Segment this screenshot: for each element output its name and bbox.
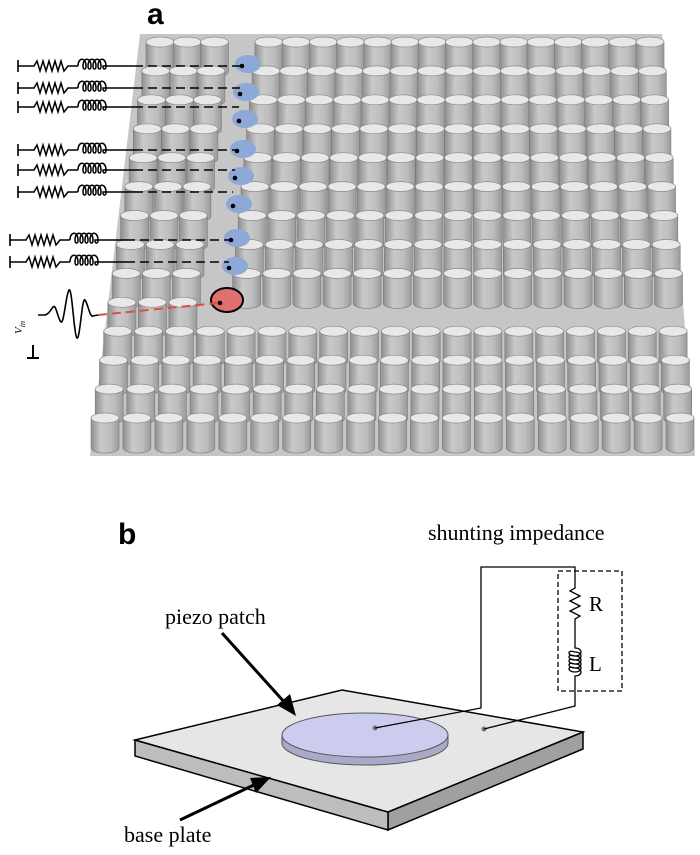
- pillar: [442, 412, 471, 454]
- panel-b-letter: b: [118, 518, 136, 551]
- pillar: [654, 268, 683, 309]
- resistor-symbol: [26, 162, 78, 178]
- resistor-symbol: [26, 184, 78, 200]
- inductor-symbol: [77, 58, 134, 70]
- resistor-symbol: [26, 58, 78, 74]
- ground-symbol: [9, 234, 18, 246]
- pillar: [186, 412, 216, 454]
- pillar: [505, 412, 535, 454]
- shunted-patch: [222, 257, 248, 275]
- pillar: [473, 412, 503, 454]
- shunted-patch: [230, 140, 256, 158]
- plate-wire: [483, 684, 576, 730]
- pillar: [413, 268, 442, 309]
- pillar: [262, 268, 292, 309]
- inductor-symbol: [77, 184, 134, 196]
- resistor-symbol: [18, 254, 70, 270]
- pillar: [218, 412, 248, 454]
- shunted-patch: [228, 167, 254, 185]
- shunt-circuits: [9, 58, 242, 270]
- shunt-circuit: [17, 184, 233, 200]
- pillar: [346, 412, 375, 454]
- resistor-symbol: [26, 142, 78, 158]
- piezo-patch-label: piezo patch: [165, 604, 266, 629]
- shunt-circuit: [17, 142, 237, 158]
- shunt-circuit: [17, 58, 242, 74]
- ground-symbol: [17, 164, 26, 176]
- inductor-symbol: [69, 232, 126, 244]
- shunting-impedance-box: [557, 570, 623, 692]
- shunt-circuit: [17, 80, 240, 96]
- pillar: [322, 268, 352, 309]
- resistor-symbol: [568, 581, 582, 642]
- shunted-patch: [233, 83, 259, 101]
- inductor-label: L: [589, 652, 602, 676]
- pillar-array: [90, 36, 695, 454]
- inductor-symbol: [77, 99, 134, 111]
- resistor-symbol: [26, 80, 78, 96]
- source-label: Vin: [13, 321, 27, 334]
- ground-symbol: [9, 256, 18, 268]
- ground-symbol: [17, 186, 26, 198]
- resistor-symbol: [26, 99, 78, 115]
- pillar: [382, 268, 412, 309]
- shunted-patch: [226, 195, 252, 213]
- inductor-symbol: [77, 162, 134, 174]
- pillar: [569, 412, 599, 454]
- pillar: [473, 268, 503, 309]
- pillar: [352, 268, 382, 309]
- base-plate-arrow: [179, 777, 271, 822]
- drive-patch: [210, 287, 244, 313]
- pillar: [292, 268, 322, 309]
- shunted-patch: [232, 110, 258, 128]
- panel-a: a Vin: [9, 0, 695, 456]
- pillar: [443, 268, 472, 309]
- ground-symbol: [17, 101, 26, 113]
- ground-symbol: [27, 345, 39, 359]
- ground-symbol: [17, 144, 26, 156]
- pillar: [282, 412, 312, 454]
- shunt-circuit: [9, 232, 231, 248]
- pillar: [623, 268, 653, 309]
- shunted-patch: [224, 229, 250, 247]
- pillar: [410, 412, 439, 454]
- piezo-patch-arrow: [220, 631, 296, 716]
- pillar: [154, 412, 184, 454]
- pillar: [665, 412, 695, 454]
- pillar: [533, 268, 563, 309]
- pillar: [633, 412, 663, 454]
- resistor-symbol: [18, 232, 70, 248]
- inductor-symbol: [568, 642, 582, 684]
- shunt-circuit: [9, 254, 229, 270]
- shunt-circuit: [17, 99, 239, 115]
- inductor-symbol: [77, 142, 134, 154]
- shunt-circuit: [17, 162, 235, 178]
- pillar: [90, 412, 120, 454]
- resistor-label: R: [589, 592, 603, 616]
- shunted-patch: [235, 55, 261, 73]
- base-plate-label: base plate: [124, 822, 211, 847]
- pillar: [537, 412, 567, 454]
- tone-burst-signal: [38, 289, 99, 339]
- pillar: [601, 412, 631, 454]
- piezo-patch: [281, 712, 449, 766]
- pillar: [563, 268, 593, 309]
- pillar: [503, 268, 533, 309]
- pillar: [593, 268, 623, 309]
- panel-a-letter: a: [147, 0, 164, 31]
- panel-b: b shunting impedance R L piezo patch: [118, 518, 623, 847]
- ground-symbol: [17, 60, 26, 72]
- pillar: [122, 412, 152, 454]
- pillar: [378, 412, 407, 454]
- shunting-impedance-label: shunting impedance: [428, 520, 605, 545]
- voltage-source: Vin: [13, 289, 219, 359]
- drive-wire: [97, 302, 219, 316]
- inductor-symbol: [77, 80, 134, 92]
- patch-wire: [374, 566, 576, 729]
- pillar: [314, 412, 343, 454]
- inductor-symbol: [69, 254, 126, 266]
- ground-symbol: [17, 82, 26, 94]
- pillar: [250, 412, 280, 454]
